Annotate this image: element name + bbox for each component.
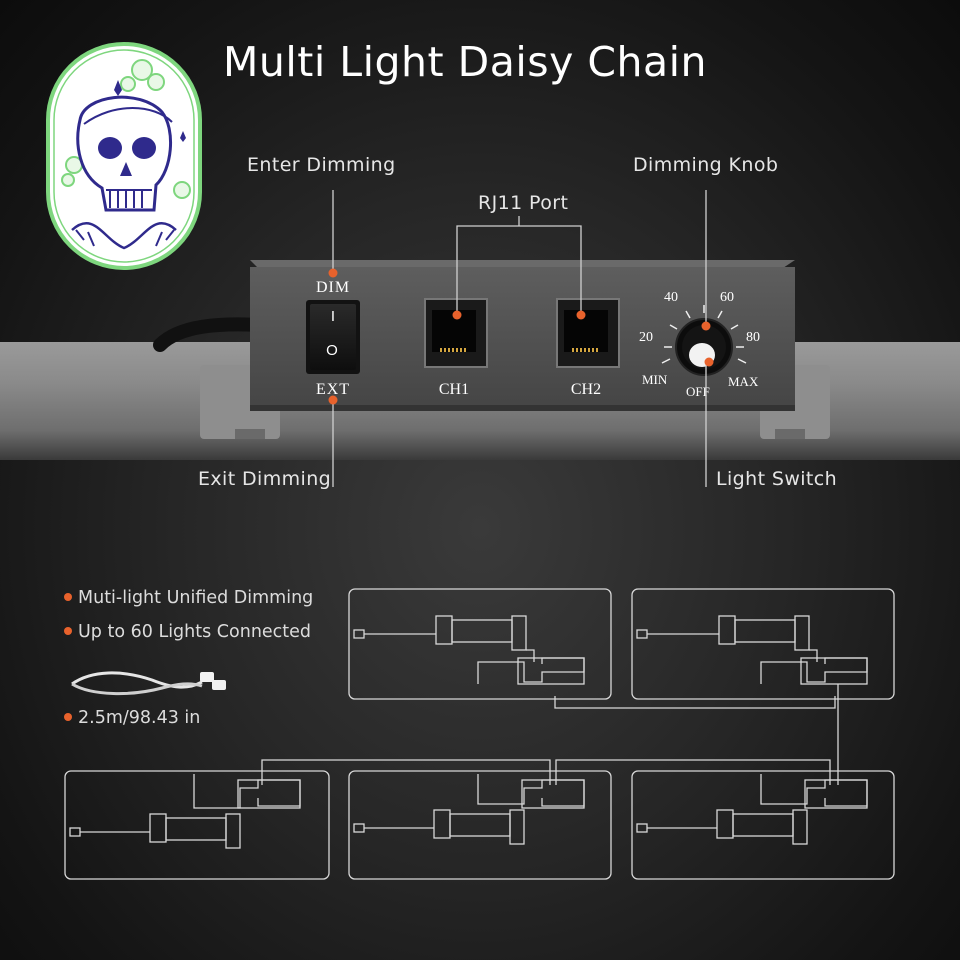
rj11-cable-icon	[71, 671, 226, 696]
callout-light-switch: Light Switch	[716, 468, 838, 490]
callout-exit-dimming: Exit Dimming	[198, 468, 332, 490]
rocker-switch-face	[310, 304, 356, 370]
dial-label-off: OFF	[686, 384, 710, 399]
daisy-chain-diagram	[261, 684, 839, 785]
rj11-port-ch2-socket	[564, 310, 608, 352]
switch-ext-label: EXT	[315, 381, 351, 398]
feature-item-lights-connected: Up to 60 Lights Connected	[64, 622, 311, 642]
page-title: Multi Light Daisy Chain	[223, 38, 707, 86]
bullet-dot	[64, 593, 72, 601]
feature-item-unified-dimming: Muti-light Unified Dimming	[64, 588, 313, 608]
switch-off-mark: O	[326, 342, 338, 359]
grow-light-unit-3	[64, 770, 330, 880]
dial-label-min: MIN	[642, 372, 668, 387]
grow-light-unit-5	[631, 770, 895, 880]
feature-text: 2.5m/98.43 in	[78, 708, 201, 728]
grow-light-unit-4	[348, 770, 612, 880]
dimming-dial	[661, 305, 747, 376]
power-cable	[153, 317, 260, 352]
grow-light-unit-2	[631, 588, 895, 700]
switch-dim-label: DIM	[315, 279, 351, 296]
grow-light-unit-1	[348, 588, 612, 700]
dial-label-max: MAX	[728, 374, 759, 389]
bullet-dot	[64, 627, 72, 635]
rj11-pins-ch1	[440, 348, 468, 352]
rj11-port-ch1-socket	[432, 310, 476, 352]
feature-item-cable-length: 2.5m/98.43 in	[64, 708, 200, 728]
skull-logo-icon	[46, 42, 202, 270]
callout-rj11-port: RJ11 Port	[478, 192, 569, 214]
feature-text: Muti-light Unified Dimming	[78, 588, 314, 608]
bullet-dot	[64, 713, 72, 721]
switch-on-mark: I	[330, 308, 336, 325]
dial-label-60: 60	[720, 290, 734, 305]
feature-text: Up to 60 Lights Connected	[78, 622, 312, 642]
dial-label-20: 20	[639, 330, 653, 345]
dial-label-40: 40	[664, 290, 678, 305]
dial-label-80: 80	[746, 330, 760, 345]
callout-dimming-knob: Dimming Knob	[633, 154, 779, 176]
port-label-ch2: CH2	[570, 381, 602, 398]
callout-enter-dimming: Enter Dimming	[247, 154, 396, 176]
rj11-pins-ch2	[572, 348, 600, 352]
port-label-ch1: CH1	[438, 381, 470, 398]
